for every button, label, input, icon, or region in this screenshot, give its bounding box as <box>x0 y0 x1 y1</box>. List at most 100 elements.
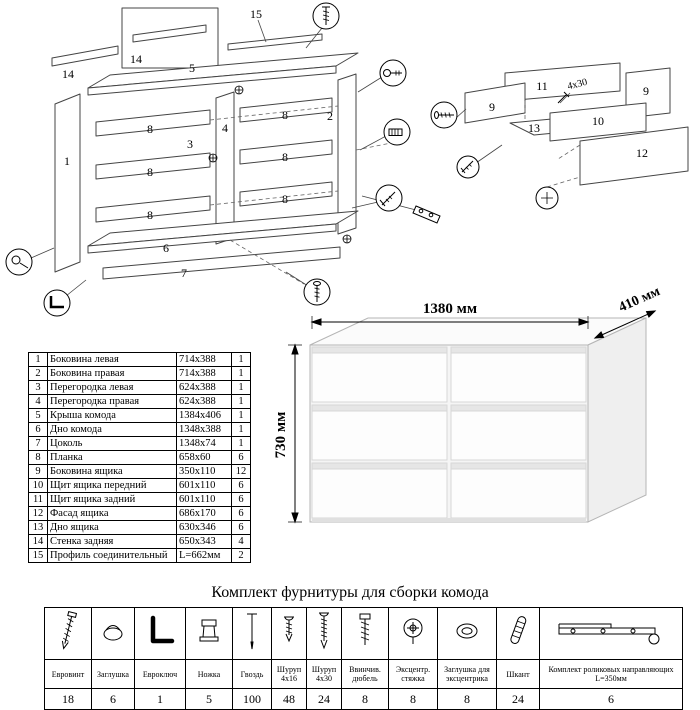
hex-key-callout-icon <box>43 289 71 317</box>
hardware-kit-title: Комплект фурнитуры для сборки комода <box>211 584 489 601</box>
part-qty: 1 <box>231 408 251 423</box>
screw-callout-icon <box>312 2 340 30</box>
screw-size-note: 4x30 <box>566 77 588 93</box>
part-name: Фасад ящика <box>47 506 177 521</box>
screw-long-icon <box>306 607 342 660</box>
drawer-exploded-diagram: 11 9 9 10 13 12 4x30 <box>430 62 689 210</box>
callout-7: 7 <box>181 266 187 280</box>
hardware-item-name: Шкант <box>496 659 540 689</box>
top-panel-edge <box>87 65 337 96</box>
part-qty: 1 <box>231 394 251 409</box>
part-num: 13 <box>28 520 48 535</box>
part-size: 650x343 <box>176 534 232 549</box>
drawer-guide-lines <box>524 101 581 188</box>
part-qty: 6 <box>231 506 251 521</box>
hardware-item-name: Заглушка для эксцентрика <box>437 659 497 689</box>
back-panel-part <box>132 24 207 43</box>
plug-icon <box>91 607 135 660</box>
part-qty: 6 <box>231 478 251 493</box>
part-name: Перегородка левая <box>47 380 177 395</box>
part-num: 6 <box>28 422 48 437</box>
part-name: Щит ящика передний <box>47 478 177 493</box>
leader-lines <box>30 19 417 297</box>
hardware-item-name: Заглушка <box>91 659 135 689</box>
part-num: 3 <box>28 380 48 395</box>
small-screw-icon <box>557 91 570 104</box>
plank-part <box>95 152 211 180</box>
hardware-item-name: Евроключ <box>134 659 186 689</box>
connecting-profile-part <box>227 33 323 51</box>
part-name: Цоколь <box>47 436 177 451</box>
callout-8: 8 <box>147 165 153 179</box>
hardware-item-qty: 24 <box>496 688 540 710</box>
part-size: 630x346 <box>176 520 232 535</box>
part-num: 15 <box>28 548 48 563</box>
part-num: 10 <box>28 478 48 493</box>
height-dimension <box>288 343 302 524</box>
part-size: 686x170 <box>176 506 232 521</box>
cabinet-exploded-diagram: 15 14 14 5 1 3 4 2 8 8 8 8 8 8 6 7 <box>5 2 441 317</box>
width-dimension <box>310 316 590 329</box>
assembly-guide-lines <box>209 105 397 285</box>
callout-8: 8 <box>147 208 153 222</box>
part-qty: 1 <box>231 422 251 437</box>
callout-1: 1 <box>64 154 70 168</box>
part-size: 350x110 <box>176 464 232 479</box>
screw-callout-icon <box>456 155 480 179</box>
callout-2: 2 <box>327 109 333 123</box>
hex-key-icon <box>134 607 186 660</box>
part-num: 8 <box>28 450 48 465</box>
hardware-item-name: Шуруп 4x16 <box>271 659 307 689</box>
depth-dimension-label: 410 мм <box>617 284 663 316</box>
part-name: Планка <box>47 450 177 465</box>
callout-9: 9 <box>643 84 649 98</box>
pilot-hole-markers <box>208 85 352 244</box>
screw-short-icon <box>271 607 307 660</box>
right-partition-part <box>337 73 357 235</box>
hardware-item-name: Шуруп 4x30 <box>306 659 342 689</box>
part-size: 601x110 <box>176 478 232 493</box>
back-panel-box <box>121 7 219 69</box>
hardware-item-name: Комплект роликовых направляющих L=350мм <box>539 659 683 689</box>
callout-8: 8 <box>147 122 153 136</box>
left-side-panel-part <box>54 93 81 273</box>
part-qty: 6 <box>231 520 251 535</box>
drawer-side-panel <box>464 82 526 124</box>
callout-8: 8 <box>282 192 288 206</box>
callout-8: 8 <box>282 108 288 122</box>
hardware-item-name: Ножка <box>185 659 233 689</box>
part-num: 12 <box>28 506 48 521</box>
depth-dimension <box>593 310 657 339</box>
euro-screw-icon <box>44 607 92 660</box>
hardware-item-qty: 5 <box>185 688 233 710</box>
callout-12: 12 <box>636 146 648 160</box>
plank-part <box>239 139 333 165</box>
part-qty: 4 <box>231 534 251 549</box>
confirmat-callout-icon <box>430 101 458 129</box>
hardware-item-qty: 100 <box>232 688 272 710</box>
part-qty: 2 <box>231 548 251 563</box>
part-size: 624x388 <box>176 380 232 395</box>
part-size: 714x388 <box>176 366 232 381</box>
part-name: Стенка задняя <box>47 534 177 549</box>
part-name: Боковина ящика <box>47 464 177 479</box>
part-qty: 1 <box>231 436 251 451</box>
cam-cover-icon <box>437 607 497 660</box>
hardware-item-qty: 6 <box>539 688 683 710</box>
callout-13: 13 <box>528 121 540 135</box>
part-qty: 1 <box>231 352 251 367</box>
part-qty: 1 <box>231 380 251 395</box>
